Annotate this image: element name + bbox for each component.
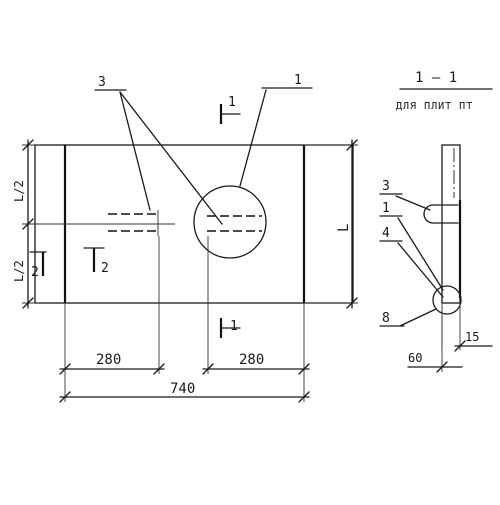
dim-half-lower: L/2 (12, 260, 26, 282)
bottom-dimensions (59, 236, 310, 403)
leader-3-b (119, 91, 223, 225)
side-callout-1: 1 (382, 201, 390, 216)
right-dimension (304, 139, 358, 309)
side-callout-4: 4 (382, 226, 390, 241)
callout-1: 1 (294, 73, 302, 88)
side-detail-circle (432, 285, 462, 315)
detail-circle (193, 185, 267, 259)
side-callout-8: 8 (382, 311, 390, 326)
dim-half-upper: L/2 (12, 180, 26, 202)
section-mark-bottom: 1 (219, 318, 241, 338)
side-view (379, 144, 493, 373)
anchor-loop (423, 204, 459, 224)
section-mark-top-label: 1 (228, 95, 236, 110)
section-mark-2b: 2 (83, 247, 109, 276)
dim-total-height: L (336, 224, 352, 232)
section-mark-2a-label: 2 (31, 265, 39, 280)
section-subtitle: ДЛЯ ПЛИТ ПТ (396, 101, 473, 112)
leader-1 (239, 89, 267, 187)
section-mark-top: 1 (219, 95, 241, 124)
side-plate (441, 144, 461, 304)
section-title: 1 — 1 (415, 70, 457, 86)
dim-15: 15 (465, 330, 479, 344)
section-mark-2b-label: 2 (101, 261, 109, 276)
dim-280-right: 280 (239, 352, 264, 368)
plan-view (22, 144, 354, 304)
side-callout-3: 3 (382, 179, 390, 194)
section-mark-2a: 2 (29, 251, 47, 280)
dim-740: 740 (170, 381, 195, 397)
dim-60: 60 (408, 351, 422, 365)
section-mark-bottom-label: 1 (230, 319, 238, 334)
dim-280-left: 280 (96, 352, 121, 368)
leaders (94, 87, 313, 225)
leader-3-a (119, 91, 151, 211)
callout-3: 3 (98, 75, 106, 90)
left-dimensions (22, 139, 40, 309)
